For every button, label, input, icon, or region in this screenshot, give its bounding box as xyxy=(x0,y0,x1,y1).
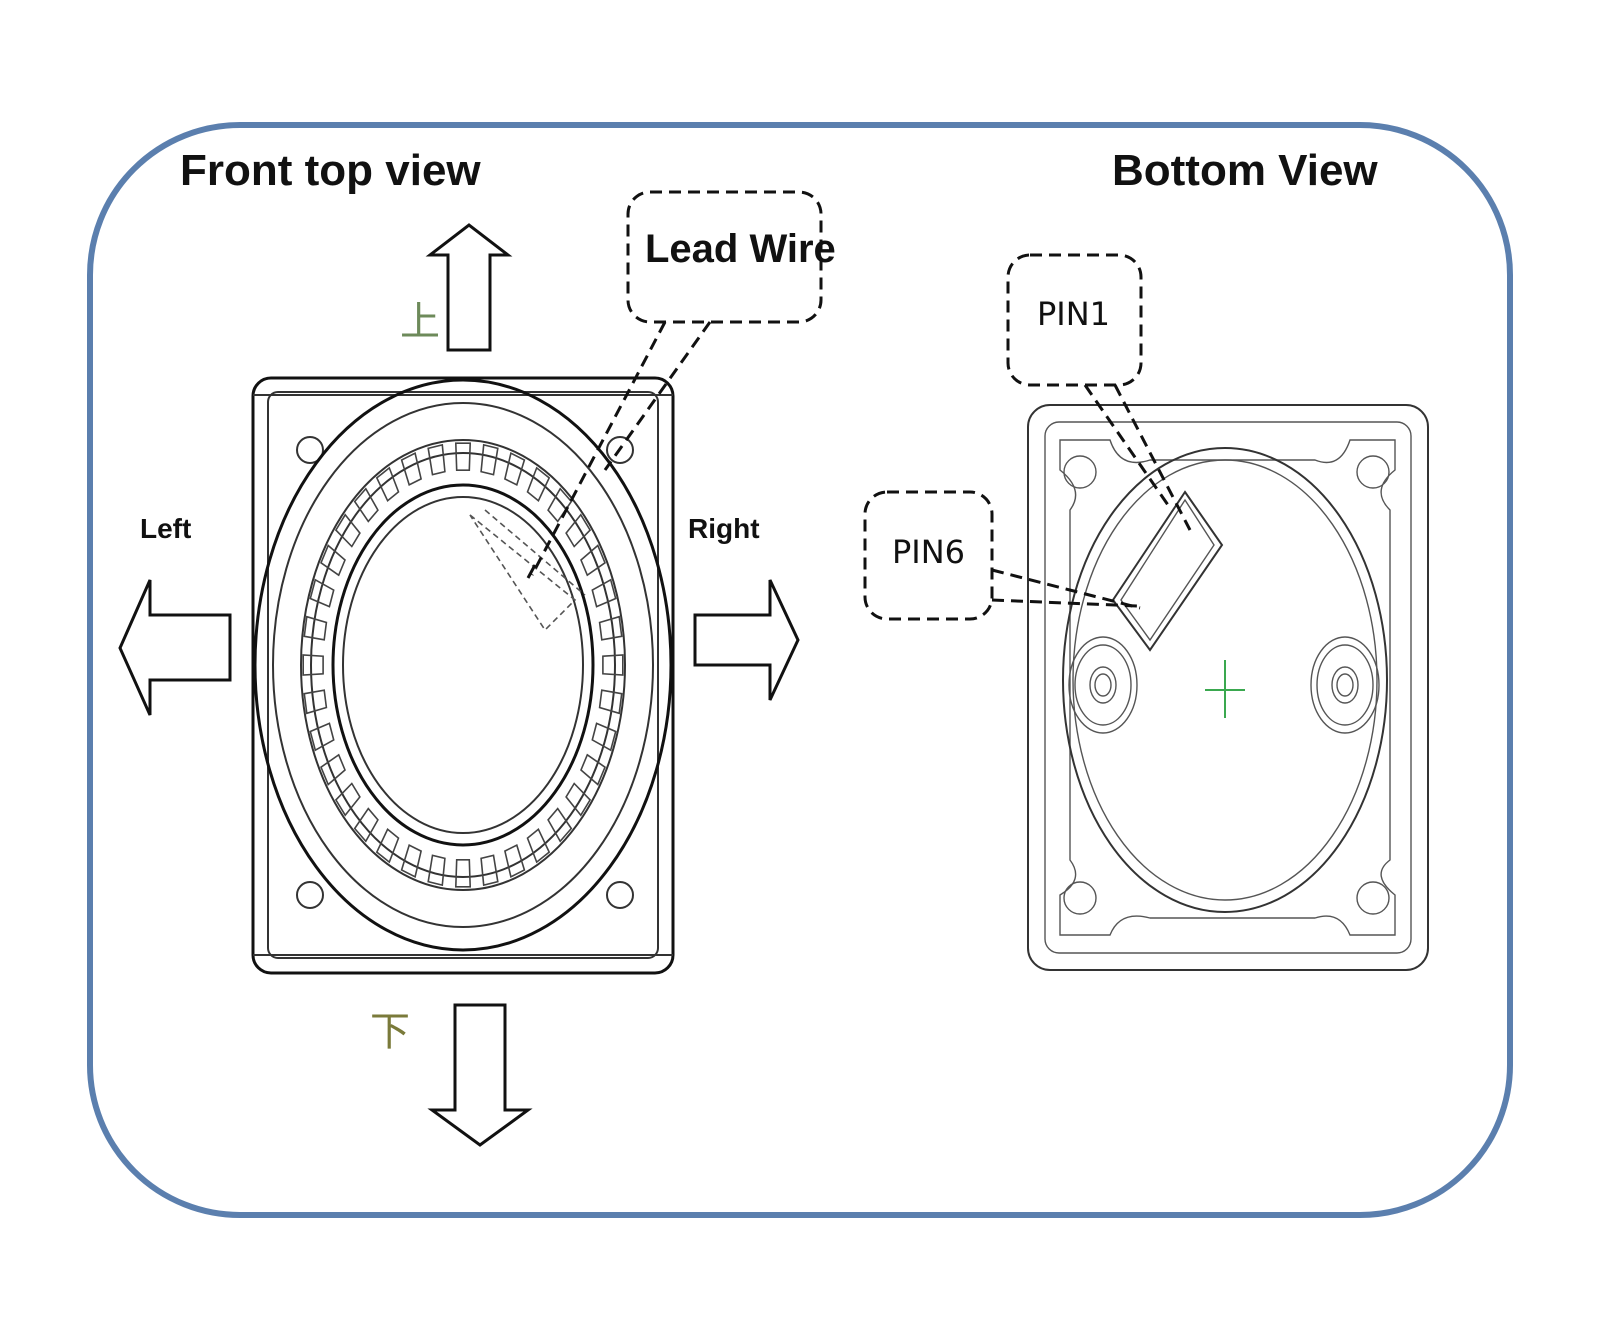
surround-rib xyxy=(353,807,379,843)
surround-rib xyxy=(454,858,472,888)
surround-rib xyxy=(591,722,617,752)
mount-hole xyxy=(606,436,634,464)
surround-rib xyxy=(547,807,573,843)
surround-rib xyxy=(302,654,324,676)
surround-rib xyxy=(602,654,624,676)
surround-rib xyxy=(565,782,592,817)
surround-rib xyxy=(303,615,328,641)
surround-rib xyxy=(526,466,551,502)
surround-rib xyxy=(480,854,499,887)
front-speaker-cone xyxy=(253,378,673,952)
front-top-view: Front top view xyxy=(118,146,836,1147)
left-label: Left xyxy=(140,513,191,544)
mount-hole xyxy=(296,881,324,909)
terminal-left xyxy=(1068,636,1138,734)
mount-hole xyxy=(296,436,324,464)
diagram-frame xyxy=(87,122,1513,1218)
pin6-callout: PIN6 xyxy=(863,490,1141,621)
lead-wire-callout: Lead Wire xyxy=(530,190,836,576)
mount-hole xyxy=(1063,455,1097,489)
surround-rib xyxy=(480,443,499,476)
surround-rib xyxy=(565,513,592,548)
surround-rib xyxy=(580,753,606,786)
lead-wire-trace xyxy=(469,509,586,632)
up-label: 上 xyxy=(400,299,440,345)
surround-rib xyxy=(320,544,346,577)
surround-rib xyxy=(400,452,423,487)
pin1-callout: PIN1 xyxy=(1006,253,1192,531)
surround-rib xyxy=(334,782,361,817)
surround-rib xyxy=(303,689,328,715)
pin-connector xyxy=(1111,490,1224,652)
surround-rib xyxy=(454,442,472,472)
surround-rib xyxy=(547,487,573,523)
pin6-label: PIN6 xyxy=(892,533,965,571)
mount-hole xyxy=(1356,881,1390,915)
bottom-view-title: Bottom View xyxy=(1112,146,1378,195)
mount-hole xyxy=(1356,455,1390,489)
surround-rib xyxy=(591,578,617,608)
terminal-right xyxy=(1310,636,1380,734)
lead-wire-label: Lead Wire xyxy=(645,227,836,271)
surround-rib xyxy=(375,466,400,502)
surround-rib xyxy=(309,578,335,608)
surround-rib xyxy=(320,753,346,786)
surround-rib xyxy=(580,544,606,577)
front-view-title: Front top view xyxy=(180,146,481,195)
down-label: 下 xyxy=(370,1009,410,1055)
surround-rib xyxy=(309,722,335,752)
surround-ribs xyxy=(302,442,624,888)
pin1-label: PIN1 xyxy=(1037,295,1110,333)
surround-rib xyxy=(503,843,526,878)
surround-rib xyxy=(427,854,446,887)
surround-rib xyxy=(400,843,423,878)
surround-rib xyxy=(353,487,379,523)
front-housing xyxy=(251,376,675,975)
mount-hole xyxy=(1063,881,1097,915)
surround-rib xyxy=(526,828,551,864)
surround-rib xyxy=(598,689,623,715)
arrow-left xyxy=(118,579,232,716)
arrow-down xyxy=(427,1003,533,1147)
bottom-view: Bottom View xyxy=(863,146,1429,971)
surround-rib xyxy=(427,443,446,476)
surround-rib xyxy=(375,828,400,864)
surround-rib xyxy=(598,615,623,641)
arrow-up xyxy=(425,223,513,352)
bottom-back-cover xyxy=(1062,447,1388,913)
arrow-right xyxy=(693,579,800,701)
surround-rib xyxy=(503,452,526,487)
surround-rib xyxy=(334,513,361,548)
mount-hole xyxy=(606,881,634,909)
center-crosshair xyxy=(1205,660,1245,718)
bottom-housing xyxy=(1027,404,1429,971)
right-label: Right xyxy=(688,513,760,544)
